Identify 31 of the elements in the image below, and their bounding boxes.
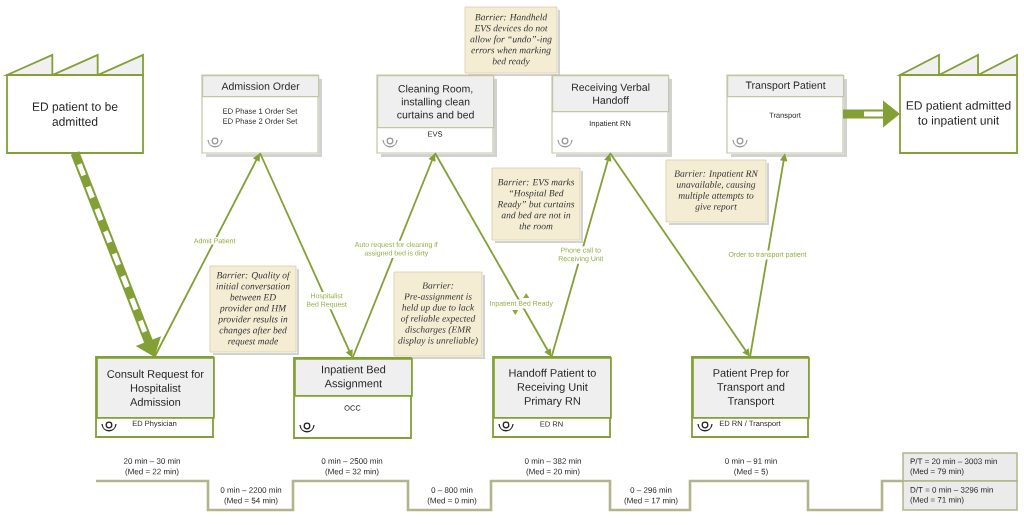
process-box (293, 357, 413, 439)
time-label: 20 min – 30 min (Med = 22 min) (123, 458, 180, 476)
summary-cell: P/T = 20 min – 3003 min (Med = 79 min) (902, 452, 1018, 482)
process-title: Consult Request for Hospitalist Admission (96, 357, 215, 419)
sticky-note: Barrier: EVS marks “Hospital Bed Ready” but curtains and bed are not in the room (491, 167, 583, 243)
time-label: 0 min – 2200 min (Med = 54 min) (220, 487, 282, 505)
process-box (691, 356, 810, 438)
process-title: Patient Prep for Transport and Transport (692, 357, 810, 419)
sticky-note: Barrier: Quality of initial conversation between ED provider and HM provider results in changes after bed request made (209, 265, 299, 355)
time-label: 0 min – 382 min (Med = 20 min) (524, 458, 581, 476)
process-box (201, 74, 322, 157)
time-label: 0 min – 2500 min (Med = 32 min) (321, 458, 383, 476)
process-title: Receiving Verbal Handoff (552, 75, 670, 113)
process-title: Handoff Patient to Receiving Unit Primary RN (493, 357, 612, 419)
process-box (95, 356, 215, 438)
process-title: Admission Order (202, 75, 320, 98)
time-label: 0 – 800 min (Med = 0 min) (427, 487, 477, 505)
time-label: 0 – 296 min (Med = 17 min) (624, 487, 678, 505)
arrow (609, 152, 750, 357)
process-box (726, 74, 847, 157)
sticky-note: Barrier: Inpatient RN unavailable, causing multiple attempts to give report (665, 159, 769, 225)
sticky-note: Barrier: Pre-assignment is held up due to lack of reliable expected discharges (EMR display is unreliable) (393, 271, 485, 359)
time-label: 0 min – 91 min (Med = 5) (725, 458, 777, 476)
sticky-note: Barrier: Handheld EVS devices do not allow for “undo”-ing errors when marking bed ready (464, 6, 560, 76)
process-box (492, 356, 612, 438)
process-title: Transport Patient (727, 75, 845, 98)
summary-cell: D/T = 0 min – 3296 min (Med = 71 min) (902, 480, 1018, 511)
process-box (551, 74, 672, 157)
process-box (376, 74, 497, 157)
process-title: Cleaning Room, installing clean curtains and bed (377, 75, 495, 129)
process-title: Inpatient Bed Assignment (294, 358, 413, 397)
